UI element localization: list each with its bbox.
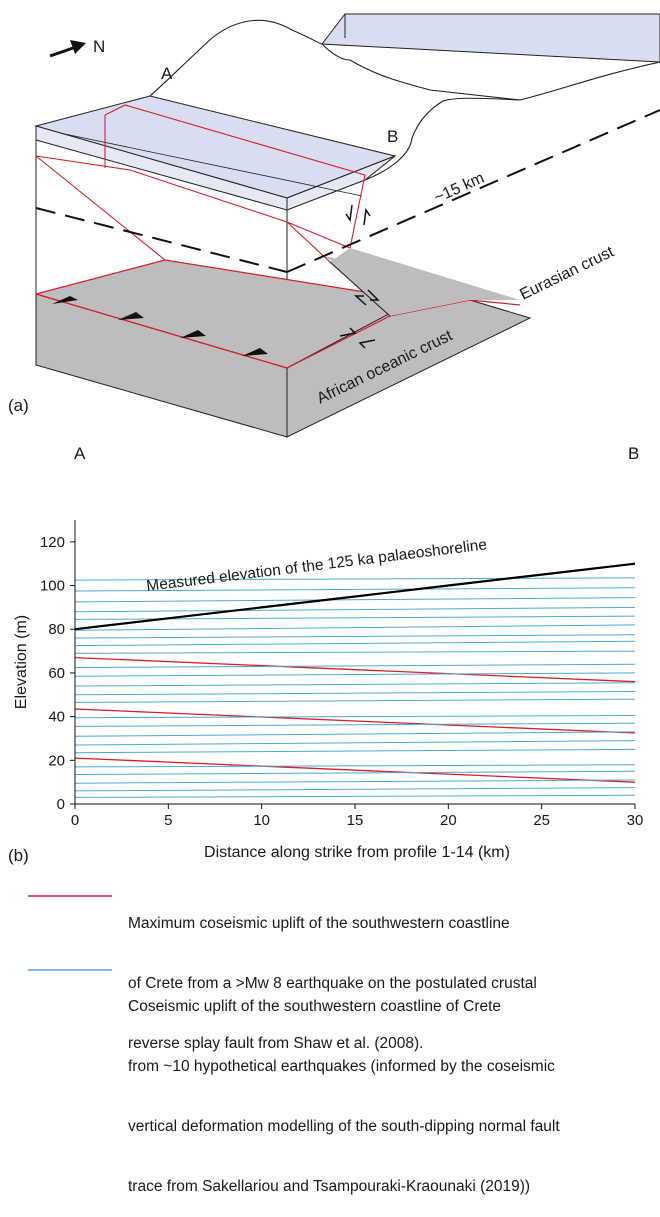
coseismic-uplift-line	[75, 577, 636, 581]
coseismic-uplift-line	[75, 682, 636, 687]
coseismic-uplift-line	[75, 624, 636, 631]
coseismic-uplift-line	[75, 587, 636, 592]
legend-blue-line: from ~10 hypothetical earthquakes (infor…	[128, 1058, 555, 1075]
y-tick-label: 120	[40, 534, 65, 551]
legend-blue-line: vertical deformation modelling of the so…	[128, 1118, 560, 1135]
north-label: N	[93, 37, 105, 56]
x-tick-label: 15	[347, 812, 364, 829]
coseismic-uplift-line	[75, 748, 636, 754]
coseismic-uplift-line	[75, 672, 636, 677]
point-b-label: B	[387, 127, 398, 146]
max-uplift-line	[75, 708, 636, 734]
coseismic-uplift-line	[75, 787, 636, 792]
y-tick-label: 60	[48, 665, 65, 682]
terrain-profile	[149, 19, 660, 101]
profile-start-label: A	[74, 444, 86, 463]
legend-blue-line: trace from Sakellariou and Tsampouraki-K…	[128, 1178, 531, 1195]
x-tick-label: 5	[164, 812, 172, 829]
legend-blue-text: Coseismic uplift of the southwestern coa…	[128, 957, 560, 1217]
legend-red-line: Maximum coseismic uplift of the southwes…	[128, 915, 510, 932]
x-tick-label: 10	[253, 812, 270, 829]
north-arrow-icon	[49, 40, 86, 58]
figure: N	[8, 13, 660, 971]
coseismic-uplift-line	[75, 731, 636, 737]
y-tick-label: 0	[57, 796, 65, 813]
chart-ticks: 0 5 10 15 20 25 30 0 20 40 60 80 100 120	[40, 534, 643, 829]
coseismic-uplift-line	[75, 779, 636, 784]
coseismic-uplift-line	[75, 691, 636, 696]
coseismic-uplift-line	[75, 770, 636, 775]
subduction-teeth	[52, 296, 268, 356]
chart-lines	[75, 577, 636, 798]
coseismic-uplift-line	[75, 640, 636, 647]
y-tick-label: 100	[40, 578, 65, 595]
coseismic-uplift-line	[75, 634, 636, 639]
panel-b-label: (b)	[8, 846, 29, 865]
raised-surface	[321, 13, 660, 63]
x-axis-label: Distance along strike from profile 1-14 …	[204, 844, 510, 861]
x-tick-label: 30	[627, 812, 644, 829]
coseismic-uplift-line	[75, 722, 636, 727]
max-uplift-line	[75, 757, 636, 783]
slip-arrows-icon	[339, 204, 380, 349]
legend-blue-line: Coseismic uplift of the southwestern coa…	[128, 998, 502, 1015]
panel-a-label: (a)	[8, 396, 29, 415]
x-tick-label: 25	[533, 812, 550, 829]
coseismic-uplift-line	[75, 715, 636, 719]
block-diagram: N	[8, 13, 660, 438]
y-tick-label: 40	[48, 709, 65, 726]
profile-end-label: B	[628, 444, 639, 463]
y-tick-label: 20	[48, 752, 65, 769]
point-a-label: A	[161, 64, 173, 83]
shoreline-line	[74, 562, 636, 631]
coseismic-uplift-line	[75, 740, 636, 746]
coseismic-uplift-line	[75, 663, 636, 668]
coseismic-uplift-line	[75, 764, 636, 768]
coseismic-uplift-line	[75, 698, 636, 703]
y-tick-label: 80	[48, 621, 65, 638]
legend-red-line: of Crete from a >Mw 8 earthquake on the …	[128, 975, 537, 992]
coseismic-uplift-line	[75, 650, 636, 654]
max-uplift-line	[75, 656, 636, 683]
eurasian-crust-label: Eurasian crust	[517, 243, 617, 303]
y-axis-label: Elevation (m)	[13, 615, 30, 709]
x-tick-label: 0	[71, 812, 79, 829]
depth-label: ~15 km	[432, 170, 487, 207]
coseismic-uplift-line	[75, 597, 636, 603]
x-tick-label: 20	[440, 812, 457, 829]
coseismic-uplift-line	[75, 606, 636, 613]
coseismic-uplift-line	[75, 794, 636, 798]
